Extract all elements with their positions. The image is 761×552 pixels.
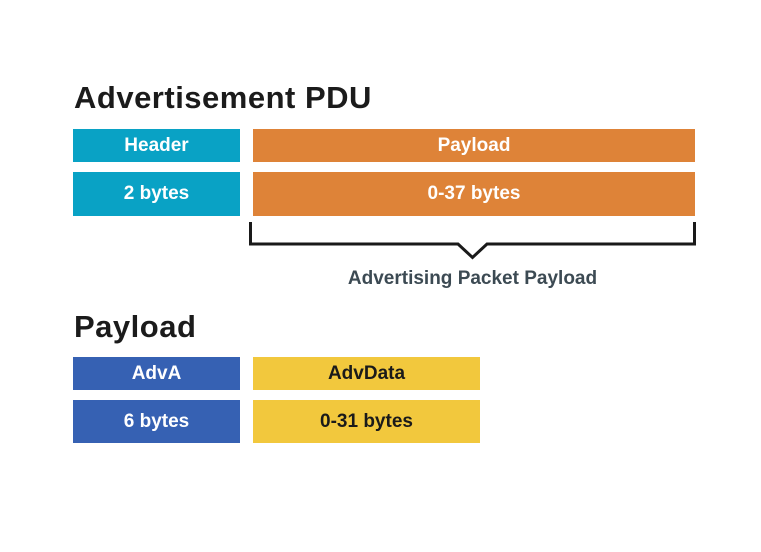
payload-title: Payload [74,309,197,344]
pdu-payload-size-cell: 0-37 bytes [253,172,695,216]
payload-adva-cell: AdvA [73,357,240,390]
payload-brace-icon [249,222,696,260]
payload-advdata-size-cell: 0-31 bytes [253,400,480,443]
payload-advdata-cell: AdvData [253,357,480,390]
payload-adva-size-cell: 6 bytes [73,400,240,443]
advertisement-pdu-title: Advertisement PDU [74,80,372,115]
pdu-payload-cell: Payload [253,129,695,162]
pdu-header-size-cell: 2 bytes [73,172,240,216]
advertising-packet-payload-label: Advertising Packet Payload [347,268,598,289]
pdu-header-cell: Header [73,129,240,162]
